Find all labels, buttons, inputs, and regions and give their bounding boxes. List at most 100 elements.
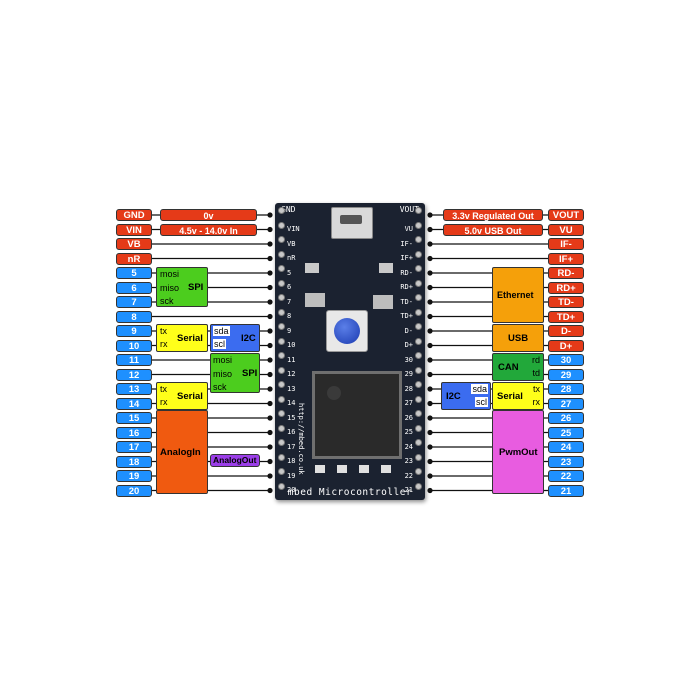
pin-dot <box>427 299 433 305</box>
pin-dot <box>427 400 433 407</box>
pin-dot <box>267 270 273 276</box>
pin-dot <box>427 386 433 392</box>
pin-dot <box>427 226 433 233</box>
i2c-right-scl: scl <box>475 397 488 407</box>
pin-dot <box>267 444 273 450</box>
pin-dot <box>267 342 273 349</box>
header-pin <box>415 352 422 359</box>
header-pin <box>278 207 285 214</box>
left-pin-7: 7 <box>116 296 152 308</box>
right-pin-if+: IF+ <box>548 252 584 265</box>
spi2-title: SPI <box>242 368 258 379</box>
main-chip <box>312 371 402 459</box>
left-pin-18: 18 <box>116 455 152 468</box>
i2c-title: I2C <box>241 333 256 344</box>
usb-title: USB <box>508 333 529 344</box>
serial-rx: rx <box>160 339 168 349</box>
pin-dot <box>427 487 433 494</box>
spi-group-left-2: mosi miso sck SPI <box>210 353 260 393</box>
pin-dot <box>427 429 433 436</box>
right-pin-21: 21 <box>548 484 584 497</box>
silk-left-pin: 18 <box>287 457 296 465</box>
pin-dot <box>427 371 433 378</box>
silk-bottom: mbed Microcontroller <box>287 487 413 498</box>
pwmout-group: PwmOut <box>492 410 544 494</box>
header-pin <box>278 265 285 272</box>
right-pin-22: 22 <box>548 470 584 482</box>
serial-title: Serial <box>177 333 203 344</box>
left-pin-20: 20 <box>116 484 152 497</box>
header-pin <box>278 294 285 301</box>
pin-dot <box>267 328 273 334</box>
serial2-tx: tx <box>160 384 168 394</box>
header-pin <box>278 308 285 316</box>
vin-voltage-label: 4.5v - 14.0v In <box>160 224 257 236</box>
pin-dot <box>267 212 273 218</box>
silk-right-pin: 26 <box>404 413 413 422</box>
pin-dot <box>427 357 433 363</box>
silk-left-pin: 20 <box>287 486 296 494</box>
header-pin <box>278 221 285 229</box>
left-pin-vb: VB <box>116 238 152 250</box>
silk-vout: VOUT <box>399 205 419 214</box>
header-pin <box>415 221 422 229</box>
left-pin-14: 14 <box>116 397 152 410</box>
silk-right-pin: 30 <box>404 355 413 364</box>
pin-dot <box>267 226 273 233</box>
reset-button[interactable] <box>326 310 368 352</box>
header-pin <box>278 482 285 490</box>
left-pin-13: 13 <box>116 383 152 395</box>
pin-dot <box>427 212 433 218</box>
right-pin-24: 24 <box>548 441 584 453</box>
i2c-group-right: I2C sda scl <box>441 382 491 410</box>
right-pin-28: 28 <box>548 383 584 395</box>
pin-dot <box>267 371 273 378</box>
header-pin <box>415 468 422 475</box>
header-pin <box>415 337 422 345</box>
silk-left-pin: nR <box>287 254 296 262</box>
ethernet-title: Ethernet <box>497 290 534 300</box>
gnd-voltage-label: 0v <box>160 209 257 221</box>
silk-right-pin: 23 <box>404 457 413 465</box>
header-pin <box>278 323 285 330</box>
header-pin <box>278 424 285 432</box>
right-pin-23: 23 <box>548 455 584 468</box>
pin-dot <box>267 429 273 436</box>
silk-right-pin: IF+ <box>400 254 413 262</box>
right-pin-d+: D+ <box>548 339 584 352</box>
led <box>359 465 369 473</box>
serial2-rx: rx <box>160 397 168 407</box>
right-pin-29: 29 <box>548 368 584 381</box>
pin-dot <box>427 270 433 276</box>
pin-dot <box>427 444 433 450</box>
header-pin <box>278 366 285 374</box>
header-pin <box>278 279 285 287</box>
component <box>373 295 393 309</box>
silk-right-pin: D+ <box>404 341 413 349</box>
serial2-title: Serial <box>177 391 203 402</box>
left-pin-12: 12 <box>116 368 152 381</box>
left-pin-16: 16 <box>116 426 152 439</box>
vu-voltage-label: 5.0v USB Out <box>443 224 543 236</box>
spi-sck: sck <box>160 296 174 306</box>
component <box>305 293 325 307</box>
led <box>337 465 347 473</box>
analogout-title: AnalogOut <box>213 455 257 465</box>
pin-dot <box>427 415 433 421</box>
silk-right-pin: TD- <box>400 297 413 306</box>
pin-dot <box>267 473 273 479</box>
silk-right-pin: 21 <box>404 486 413 494</box>
spi2-miso: miso <box>213 369 233 379</box>
can-rd: rd <box>531 355 540 365</box>
header-pin <box>278 250 285 258</box>
header-pin <box>278 468 285 475</box>
silk-right-pin: D- <box>404 326 413 335</box>
header-pin <box>415 439 422 446</box>
right-pin-25: 25 <box>548 426 584 439</box>
analogin-title: AnalogIn <box>160 447 201 458</box>
pwmout-title: PwmOut <box>499 447 538 458</box>
spi-group-left: mosi miso sck SPI <box>156 267 208 307</box>
pin-dot <box>267 458 273 465</box>
header-pin <box>278 236 285 243</box>
silk-right-pin: 29 <box>404 370 413 378</box>
